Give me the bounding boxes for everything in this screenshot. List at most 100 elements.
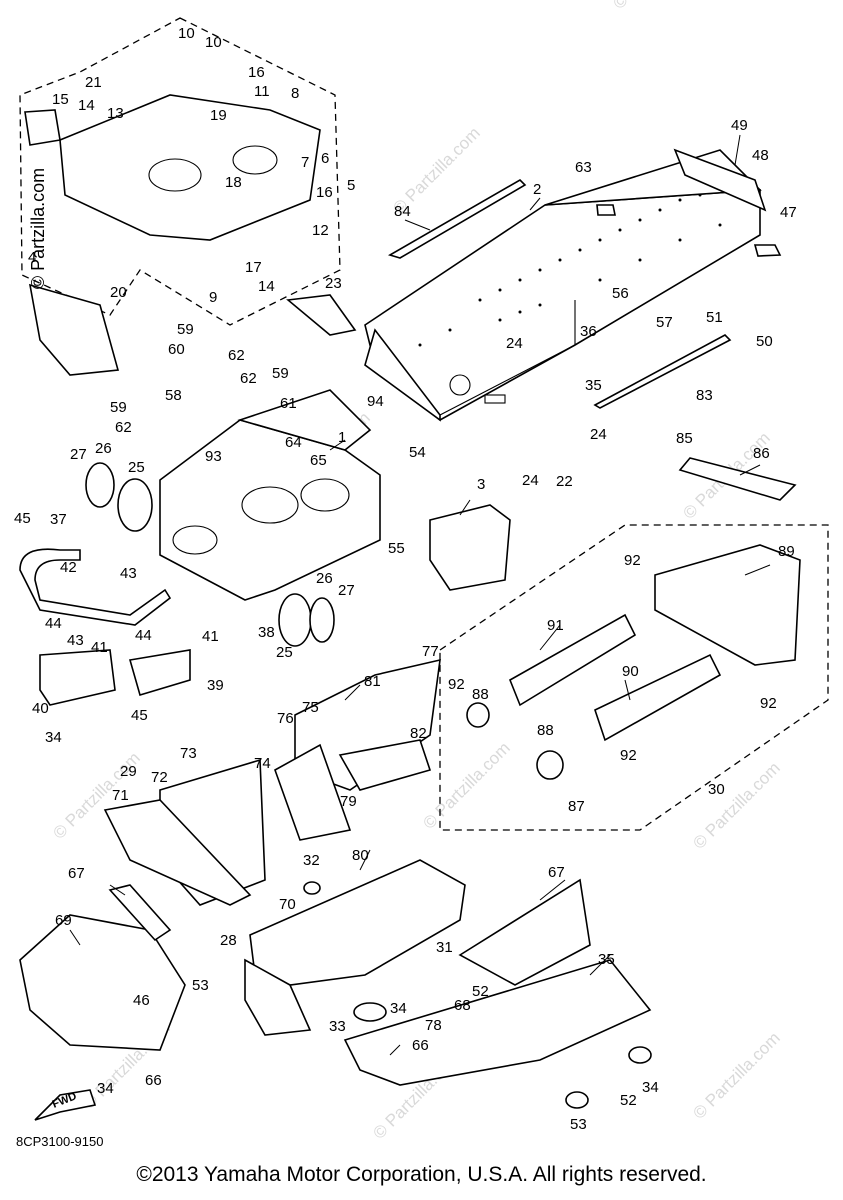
callout-number: 66 — [412, 1037, 429, 1054]
callout-number: 52 — [472, 983, 489, 1000]
callout-number: 39 — [207, 677, 224, 694]
callout-number: 47 — [780, 204, 797, 221]
callout-number: 24 — [506, 335, 523, 352]
callout-number: 10 — [178, 25, 195, 42]
callout-number: 11 — [254, 83, 270, 100]
callout-number: 87 — [568, 798, 585, 815]
callout-number: 76 — [277, 710, 294, 727]
watermark-text: © Partzilla.com — [419, 738, 513, 832]
callout-number: 36 — [580, 323, 597, 340]
callout-number: 6 — [321, 150, 329, 167]
part-40-skid — [39, 649, 116, 706]
callout-number: 88 — [472, 686, 489, 703]
callout-number: 19 — [210, 107, 227, 124]
callout-number: 53 — [192, 977, 209, 994]
part-90-rail — [594, 653, 722, 742]
callout-number: 8 — [291, 85, 299, 102]
part-26-gasket — [85, 462, 115, 508]
part-32-lower — [244, 958, 312, 1036]
callout-number: 35 — [585, 377, 602, 394]
callout-number: 22 — [556, 473, 573, 490]
callout-number: 31 — [436, 939, 453, 956]
callout-number: 64 — [285, 434, 302, 451]
callout-number: 24 — [590, 426, 607, 443]
part-23-plate — [286, 294, 357, 336]
callout-number: 80 — [352, 847, 369, 864]
callout-number: 81 — [364, 673, 381, 690]
callout-number: 83 — [696, 387, 713, 404]
part-85-plate — [678, 457, 797, 501]
callout-number: 94 — [367, 393, 384, 410]
part-47-pad — [753, 244, 782, 257]
callout-number: 20 — [110, 284, 127, 301]
part-30-grille — [108, 884, 172, 942]
callout-number: 86 — [753, 445, 770, 462]
leader-lines — [69, 134, 771, 1056]
callout-number: 59 — [272, 365, 289, 382]
callout-number: 24 — [522, 472, 539, 489]
part-48-bracket — [673, 148, 767, 212]
callout-number: 34 — [45, 729, 62, 746]
callout-number: 27 — [338, 582, 355, 599]
callout-number: 37 — [50, 511, 67, 528]
catalog-code: 8CP3100-9150 — [16, 1134, 104, 1149]
callout-number: 12 — [312, 222, 329, 239]
callout-number: 65 — [310, 452, 327, 469]
callout-number: 90 — [622, 663, 639, 680]
part-91-rail — [508, 613, 637, 707]
part-32-pan — [249, 859, 466, 986]
copyright-notice: ©2013 Yamaha Motor Corporation, U.S.A. A… — [136, 1163, 707, 1186]
part-88-pivot — [466, 702, 490, 728]
callout-number: 14 — [258, 278, 275, 295]
part-66-plug — [565, 1091, 589, 1109]
callout-number: 34 — [97, 1080, 114, 1097]
part-25-boot — [117, 478, 153, 532]
callout-number: 38 — [258, 624, 275, 641]
callout-number: 50 — [756, 333, 773, 350]
callout-number: 3 — [477, 476, 485, 493]
callout-number: 40 — [32, 700, 49, 717]
part-front-subframe — [24, 94, 321, 241]
callout-number: 14 — [78, 97, 95, 114]
callout-number: 59 — [110, 399, 127, 416]
watermark-text: © Partzilla.com — [609, 0, 703, 13]
callout-number: 56 — [612, 285, 629, 302]
part-31-panel — [343, 959, 652, 1086]
part-88-pivot — [536, 750, 564, 780]
part-79-tray — [338, 739, 432, 791]
callout-number: 85 — [676, 430, 693, 447]
forward-direction-arrow: FWD — [34, 1089, 97, 1121]
callout-number: 82 — [410, 725, 427, 742]
callout-number: 58 — [165, 387, 182, 404]
callout-number: 75 — [302, 699, 319, 716]
part-37-bumper — [19, 548, 172, 626]
callout-number: 35 — [598, 951, 615, 968]
callout-number: 54 — [409, 444, 426, 461]
callout-number: 91 — [547, 617, 564, 634]
callout-number: 18 — [225, 174, 242, 191]
callout-number: 92 — [620, 747, 637, 764]
callout-number: 79 — [340, 793, 357, 810]
callout-number: 27 — [70, 446, 87, 463]
callout-number: 78 — [425, 1017, 442, 1034]
callout-number: 52 — [620, 1092, 637, 1109]
part-28-cowl — [19, 914, 186, 1051]
callout-number: 71 — [112, 787, 129, 804]
rear-support-assembly-box — [439, 524, 829, 831]
part-74-panel — [274, 743, 352, 841]
callout-number: 48 — [752, 147, 769, 164]
callout-number: 69 — [55, 912, 72, 929]
callout-number: 92 — [624, 552, 641, 569]
part-66-plug — [628, 1046, 652, 1064]
callout-number: 1 — [338, 429, 346, 446]
part-68-grommet — [353, 1002, 387, 1022]
callout-number: 23 — [325, 275, 342, 292]
callout-number: 41 — [202, 628, 219, 645]
callout-number: 46 — [133, 992, 150, 1009]
callout-number: 16 — [316, 184, 333, 201]
callout-number: 59 — [177, 321, 194, 338]
part-25-boot — [278, 593, 312, 647]
callout-number: 53 — [570, 1116, 587, 1133]
side-watermark: © Partzilla.com — [28, 167, 49, 290]
callout-number: 74 — [254, 755, 271, 772]
